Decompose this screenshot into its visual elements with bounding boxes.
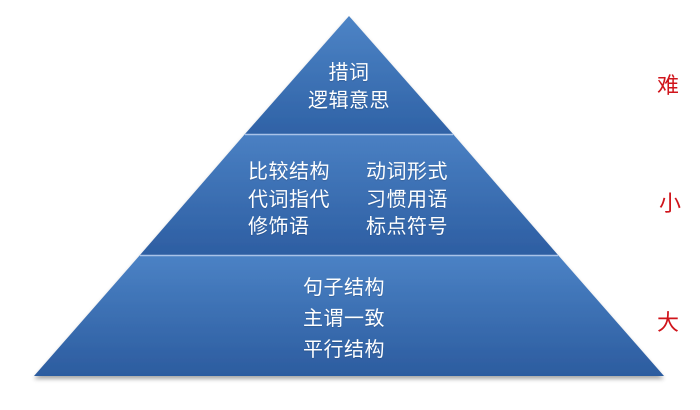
pyramid-tier-middle — [140, 134, 558, 255]
pyramid-tier-bottom — [34, 255, 664, 376]
bottom-tier-text: 句子结构 主谓一致 平行结构 — [303, 272, 385, 365]
bottom-tier-line-1: 句子结构 — [303, 275, 385, 299]
middle-left-line-3: 修饰语 — [248, 214, 310, 239]
middle-left-line-2: 代词指代 — [248, 186, 330, 211]
pyramid-tier-top — [245, 16, 453, 134]
side-label-big: 大 — [657, 311, 680, 336]
middle-right-line-1: 动词形式 — [366, 159, 448, 183]
side-label-hard: 难 — [657, 74, 680, 99]
middle-right-line-2: 习惯用语 — [366, 186, 448, 211]
middle-tier-left-text: 比较结构 代词指代 修饰语 — [248, 158, 330, 241]
middle-tier-right-text: 动词形式 习惯用语 标点符号 — [366, 158, 448, 241]
top-tier-line-2: 逻辑意思 — [308, 87, 390, 112]
side-label-small: 小 — [659, 192, 682, 217]
middle-right-line-3: 标点符号 — [366, 214, 448, 239]
bottom-tier-line-3: 平行结构 — [303, 337, 385, 361]
top-tier-line-1: 措词 — [328, 60, 370, 84]
middle-left-line-1: 比较结构 — [248, 159, 330, 183]
bottom-tier-line-2: 主谓一致 — [303, 306, 385, 330]
top-tier-text: 措词 逻辑意思 — [304, 59, 394, 114]
